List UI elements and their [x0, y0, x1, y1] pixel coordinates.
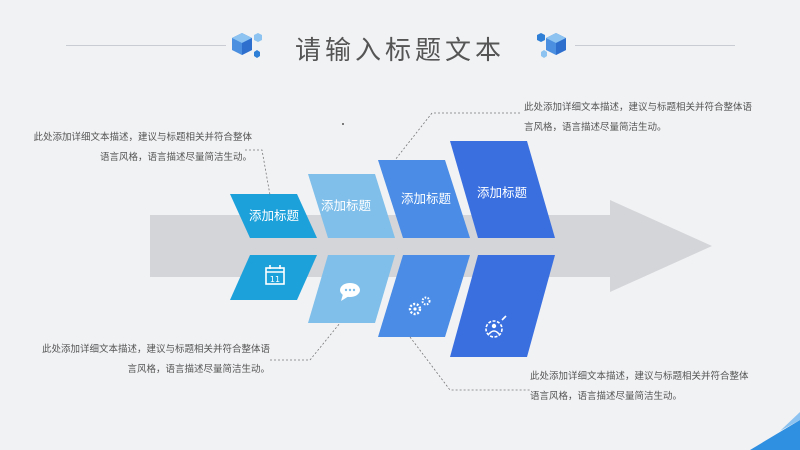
- gears-icon: [408, 296, 431, 316]
- tab-1-upper: [230, 194, 317, 238]
- stray-dot: [342, 123, 344, 125]
- gear-person-icon: [485, 315, 507, 338]
- connector-top-right: [394, 112, 520, 161]
- tab-3-upper: [378, 160, 470, 238]
- slide-title: 请输入标题文本: [294, 36, 505, 66]
- connector-top-left: [245, 149, 271, 196]
- calendar-icon: 11: [265, 265, 285, 285]
- title-line-right: [575, 45, 735, 46]
- tab-4-upper: [450, 141, 555, 238]
- cube-icon-right: [537, 33, 566, 58]
- connector-bottom-left: [270, 322, 341, 361]
- description-bottom-right: 此处添加详细文本描述，建议与标题相关并符合整体语言风格，语言描述尽量简洁生动。: [530, 371, 749, 402]
- chat-bubble-icon: [340, 283, 360, 301]
- title-line-left: [66, 45, 226, 46]
- tab-1-lower: [230, 255, 317, 300]
- corner-decoration-light: [780, 412, 800, 431]
- tab-3-label: 添加标题: [400, 191, 451, 206]
- tab-1-label: 添加标题: [248, 208, 299, 223]
- cube-icon-left: [232, 33, 262, 58]
- tab-4-label: 添加标题: [476, 185, 527, 200]
- tab-4-lower: [450, 255, 555, 357]
- tab-2-upper: [308, 174, 395, 238]
- tab-3-lower: [378, 255, 470, 337]
- description-top-left: 此处添加详细文本描述，建议与标题相关并符合整体语言风格，语言描述尽量简洁生动。: [33, 132, 252, 163]
- description-bottom-left: 此处添加详细文本描述，建议与标题相关并符合整体语言风格，语言描述尽量简洁生动。: [41, 344, 270, 375]
- corner-decoration: [750, 420, 800, 450]
- tab-2-label: 添加标题: [320, 198, 371, 213]
- description-top-right: 此处添加详细文本描述，建议与标题相关并符合整体语言风格，语言描述尽量简洁生动。: [524, 102, 753, 133]
- calendar-icon-text: 11: [270, 275, 280, 284]
